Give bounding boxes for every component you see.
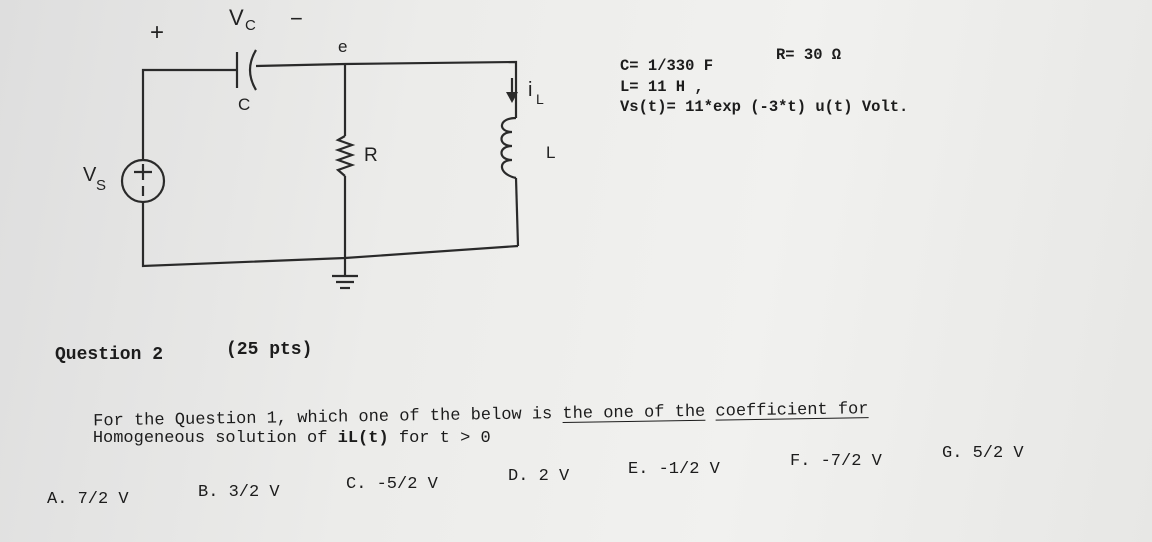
option-e[interactable]: E. -1/2 V — [628, 460, 720, 479]
vs-subscript: S — [96, 177, 106, 194]
il-subscript: L — [536, 91, 544, 107]
option-g[interactable]: G. 5/2 V — [942, 444, 1024, 463]
inductor-label: L — [546, 143, 555, 162]
vc-label: V — [229, 5, 244, 30]
question-line-2-current: iL(t) — [337, 429, 389, 448]
option-e-letter: E. — [628, 460, 649, 479]
il-label: i — [528, 79, 532, 101]
param-inductance: L= 11 H , — [620, 78, 704, 96]
question-line-2: Homogeneous solution of iL(t) for t > 0 — [52, 410, 491, 467]
question-line-2-text: Homogeneous solution of — [92, 429, 338, 448]
wire-left-top — [141, 68, 236, 160]
option-c-value: -5/2 V — [376, 475, 438, 494]
question-points: (25 pts) — [226, 340, 313, 360]
question-line-1-underlined-a: the one of the — [562, 402, 706, 424]
wire-inductor-down — [514, 177, 520, 247]
vc-subscript: C — [245, 17, 256, 34]
option-d[interactable]: D. 2 V — [508, 467, 569, 486]
option-a[interactable]: A. 7/2 V — [47, 490, 129, 509]
wire-top — [255, 60, 518, 118]
param-capacitance: C= 1/330 F — [620, 57, 714, 75]
option-f-value: -7/2 V — [820, 452, 882, 471]
param-resistance: R= 30 Ω — [776, 46, 842, 64]
resistor-label: R — [364, 145, 378, 166]
option-b[interactable]: B. 3/2 V — [198, 483, 280, 502]
question-line-1-gap — [705, 403, 716, 422]
wire-bottom — [141, 202, 519, 268]
inductor-coil — [500, 116, 517, 180]
option-d-value: 2 V — [538, 467, 570, 486]
vs-label: V — [83, 164, 97, 186]
option-f-letter: F. — [790, 452, 811, 471]
vc-minus-sign: − — [290, 6, 303, 31]
option-b-value: 3/2 V — [228, 483, 280, 502]
vc-plus-sign: + — [150, 19, 164, 46]
question-line-1-underlined-b: coefficient for — [715, 400, 869, 422]
option-g-letter: G. — [942, 444, 963, 463]
option-c-letter: C. — [346, 475, 367, 494]
question-line-2-end: for t > 0 — [388, 429, 491, 448]
option-a-value: 7/2 V — [77, 490, 129, 509]
resistor-zigzag — [334, 135, 356, 177]
option-g-value: 5/2 V — [972, 444, 1024, 463]
current-arrow-icon — [506, 92, 518, 103]
capacitor-plate-right — [248, 49, 257, 91]
circuit-diagram: + V C − e C R L i L V S — [83, 5, 555, 290]
voltage-source-icon — [120, 158, 166, 204]
option-b-letter: B. — [198, 483, 219, 502]
question-title: Question 2 — [55, 345, 164, 365]
option-f[interactable]: F. -7/2 V — [790, 452, 882, 471]
option-e-value: -1/2 V — [658, 460, 720, 479]
param-source-voltage: Vs(t)= 11*exp (-3*t) u(t) Volt. — [620, 98, 909, 116]
option-c[interactable]: C. -5/2 V — [346, 475, 438, 494]
option-a-letter: A. — [47, 490, 68, 509]
option-d-letter: D. — [508, 467, 529, 486]
node-e-label: e — [338, 37, 347, 56]
capacitor-label: C — [238, 95, 250, 114]
